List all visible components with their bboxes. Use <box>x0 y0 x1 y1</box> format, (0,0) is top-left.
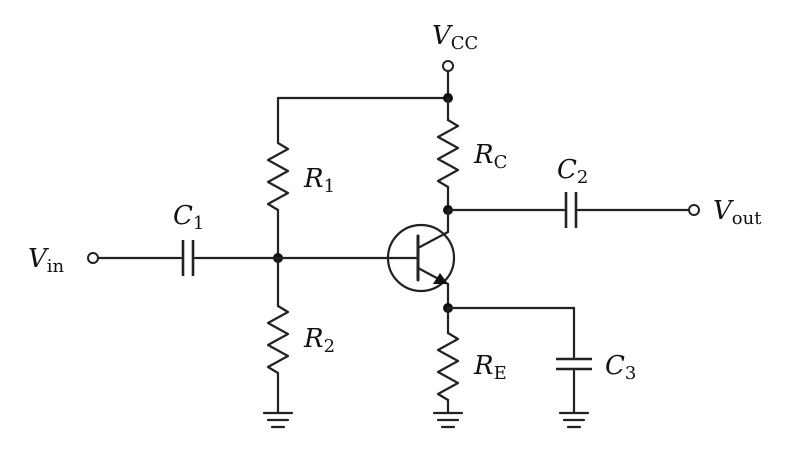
vout-terminal <box>688 204 700 216</box>
resistor-re <box>436 331 460 402</box>
vin-terminal <box>87 252 99 264</box>
emitter-arrow-icon <box>433 273 448 284</box>
vcc-terminal <box>442 60 454 72</box>
label-r1: R1 <box>303 164 335 197</box>
resistor-r2 <box>266 304 290 375</box>
label-c2: C2 <box>557 155 588 188</box>
label-vcc: VCC <box>432 21 478 54</box>
transistor-envelope <box>386 223 456 293</box>
label-vin: Vin <box>28 244 65 277</box>
label-c1: C1 <box>173 201 204 234</box>
label-re: RE <box>473 351 507 384</box>
label-vout: Vout <box>713 196 762 229</box>
label-r2: R2 <box>303 324 335 357</box>
resistor-r1 <box>266 141 290 212</box>
transistor-collector-lead <box>416 230 450 250</box>
label-rc: RC <box>473 140 507 173</box>
resistor-rc <box>436 118 460 189</box>
ground-icon-c3 <box>558 411 590 429</box>
label-c3: C3 <box>605 351 636 384</box>
ground-icon-re <box>432 411 464 429</box>
ground-icon-r2 <box>262 411 294 429</box>
